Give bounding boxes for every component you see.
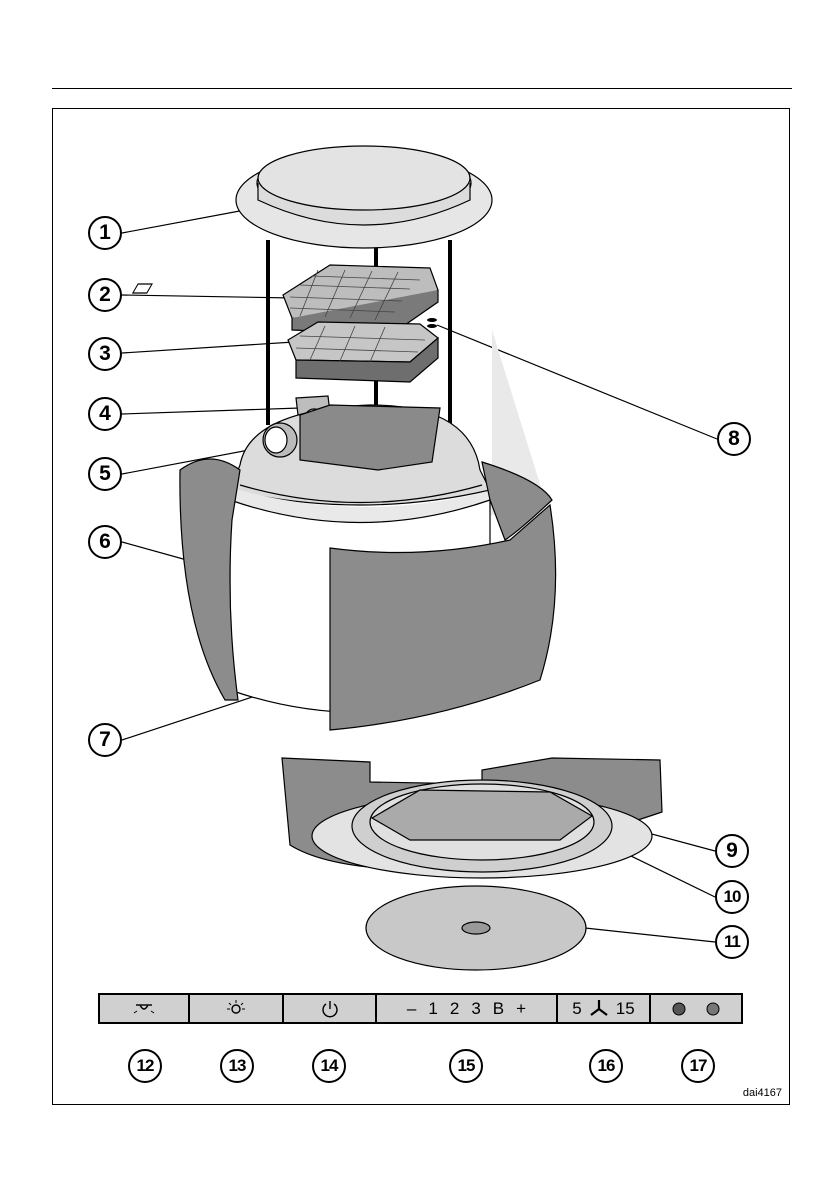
filter-indicator-button[interactable]	[649, 993, 743, 1024]
power-button[interactable]	[282, 993, 377, 1024]
callout-7: 7	[88, 723, 122, 757]
callout-15: 15	[449, 1049, 483, 1083]
callout-1: 1	[88, 216, 122, 250]
light-button[interactable]	[188, 993, 284, 1024]
sensor-marks	[427, 318, 437, 328]
control-panel: – 1 2 3 B + 5 15	[98, 993, 741, 1024]
callout-8: 8	[717, 422, 751, 456]
light-dim-icon	[132, 1002, 156, 1016]
fan-minus[interactable]: –	[407, 999, 416, 1019]
timer-5: 5	[572, 999, 581, 1019]
fan-plus[interactable]: +	[516, 999, 526, 1019]
callout-12: 12	[128, 1049, 162, 1083]
run-on-timer-button[interactable]: 5 15	[556, 993, 651, 1024]
callout-3: 3	[88, 337, 122, 371]
bottom-trim	[282, 758, 662, 878]
callout-6: 6	[88, 525, 122, 559]
fan-speed-3[interactable]: 3	[471, 999, 480, 1019]
filter-indicator-icons	[661, 1000, 731, 1018]
timer-15: 15	[616, 999, 635, 1019]
fan-icon	[588, 999, 610, 1019]
callout-9: 9	[715, 834, 749, 868]
fan-speed-2[interactable]: 2	[450, 999, 459, 1019]
fan-speed-1[interactable]: 1	[428, 999, 437, 1019]
fan-speed-buttons[interactable]: – 1 2 3 B +	[375, 993, 558, 1024]
power-icon	[320, 999, 340, 1019]
carbon-filter	[288, 322, 438, 382]
fan-boost[interactable]: B	[493, 999, 504, 1019]
light-bright-icon	[224, 1000, 248, 1018]
light-dim-button[interactable]	[98, 993, 190, 1024]
figure-code: dai4167	[743, 1087, 782, 1099]
callout-5: 5	[88, 457, 122, 491]
top-cover	[236, 146, 492, 248]
callout-11: 11	[715, 925, 749, 959]
callout-4: 4	[88, 397, 122, 431]
air-grille	[366, 886, 586, 970]
callout-16: 16	[589, 1049, 623, 1083]
callout-2: 2	[88, 278, 122, 312]
lamp-holder	[263, 423, 297, 457]
callout-17: 17	[681, 1049, 715, 1083]
callout-14: 14	[312, 1049, 346, 1083]
callout-13: 13	[220, 1049, 254, 1083]
callout-10: 10	[715, 880, 749, 914]
